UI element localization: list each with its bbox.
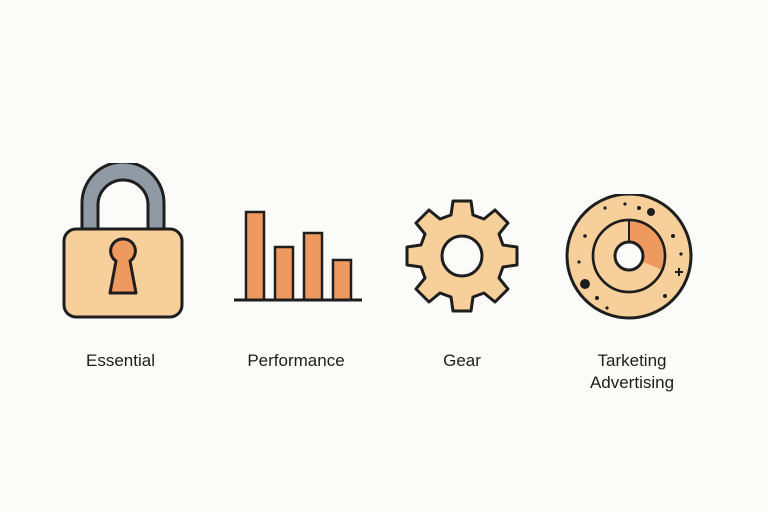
lock-icon <box>60 163 186 323</box>
label-gear: Gear <box>443 351 481 370</box>
label-essential: Essential <box>86 351 155 370</box>
gear-icon <box>402 196 522 316</box>
label-performance: Performance <box>247 351 345 370</box>
label-marketing-line-1: Tarketing <box>597 351 667 370</box>
bar-chart-icon <box>232 208 366 304</box>
label-marketing-line-2: Advertising <box>589 373 675 392</box>
target-dial-icon <box>564 194 694 320</box>
label-marketing: Tarketing Advertising <box>570 350 694 394</box>
